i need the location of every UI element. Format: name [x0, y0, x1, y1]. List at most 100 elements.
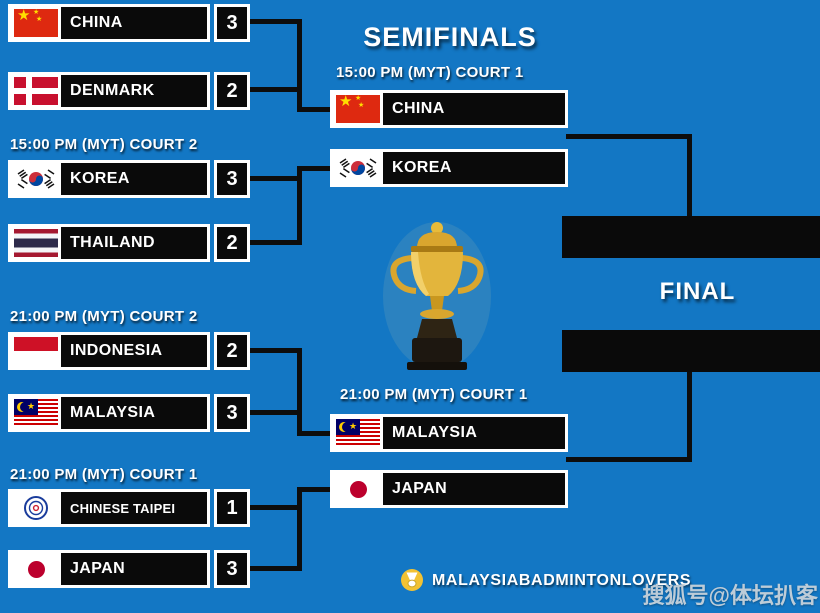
- china-flag-icon: ★★★: [14, 9, 58, 37]
- final-slot-bottom: [562, 330, 820, 372]
- watermark-text: 搜狐号@体坛扒客: [642, 583, 818, 608]
- score: 2: [214, 224, 250, 262]
- flag-cell: [333, 473, 383, 505]
- shuttlecock-icon: [400, 568, 424, 592]
- flag-cell: ★★★: [11, 7, 61, 39]
- team-name: CHINA: [70, 14, 123, 31]
- team-box: ★★★ CHINA: [8, 4, 210, 42]
- denmark-flag-icon: [14, 77, 58, 105]
- team-name: KOREA: [392, 159, 452, 176]
- team-name: INDONESIA: [70, 342, 163, 359]
- bracket-line: [246, 87, 302, 92]
- team-box: JAPAN: [8, 550, 210, 588]
- bracket-line: [297, 107, 332, 112]
- bracket-line: [246, 505, 302, 510]
- bracket-line: [297, 487, 302, 571]
- qf1-team-denmark: DENMARK 2: [8, 72, 250, 110]
- flag-cell: [333, 152, 383, 184]
- flag-cell: ★★★: [333, 93, 383, 125]
- team-box: DENMARK: [8, 72, 210, 110]
- bracket-line: [246, 348, 302, 353]
- sf1-team-china: ★★★ CHINA: [330, 90, 568, 128]
- sf2-team-malaysia: ★ MALAYSIA: [330, 414, 568, 452]
- bracket-line: [246, 240, 302, 245]
- score: 3: [214, 394, 250, 432]
- team-name: KOREA: [70, 170, 130, 187]
- indonesia-flag-icon: [14, 337, 58, 365]
- flag-cell: [11, 492, 61, 524]
- qf3-time-label: 21:00 PM (MYT) COURT 2: [10, 308, 198, 325]
- china-flag-icon: ★★★: [336, 95, 380, 123]
- team-name: THAILAND: [70, 234, 155, 251]
- bracket-line: [246, 566, 302, 571]
- malaysia-flag-icon: ★: [336, 419, 380, 447]
- bracket-line: [297, 348, 302, 436]
- final-slot-top: [562, 216, 820, 258]
- korea-flag-icon: [336, 154, 380, 182]
- bracket-line: [297, 431, 332, 436]
- team-box: KOREA: [330, 149, 568, 187]
- team-box: CHINESE TAIPEI: [8, 489, 210, 527]
- qf3-team-malaysia: ★ MALAYSIA 3: [8, 394, 250, 432]
- bracket-line: [297, 487, 332, 492]
- qf3-team-indonesia: INDONESIA 2: [8, 332, 250, 370]
- bracket-line: [297, 19, 302, 112]
- team-box: KOREA: [8, 160, 210, 198]
- japan-flag-icon: [14, 555, 58, 583]
- flag-cell: ★: [11, 397, 61, 429]
- bracket-line: [687, 370, 692, 462]
- team-box: JAPAN: [330, 470, 568, 508]
- bracket-line: [566, 134, 692, 139]
- team-name: JAPAN: [70, 560, 126, 577]
- bracket-line: [246, 176, 302, 181]
- qf2-team-korea: KOREA 3: [8, 160, 250, 198]
- flag-cell: [11, 163, 61, 195]
- team-box: THAILAND: [8, 224, 210, 262]
- sf1-team-korea: KOREA: [330, 149, 568, 187]
- team-box: ★ MALAYSIA: [330, 414, 568, 452]
- bracket-line: [246, 410, 302, 415]
- sf2-team-japan: JAPAN: [330, 470, 568, 508]
- score: 3: [214, 550, 250, 588]
- score: 3: [214, 160, 250, 198]
- japan-flag-icon: [336, 475, 380, 503]
- score: 2: [214, 72, 250, 110]
- flag-cell: ★: [333, 417, 383, 449]
- team-name: JAPAN: [392, 480, 448, 497]
- bracket-line: [297, 166, 302, 245]
- semifinals-title: SEMIFINALS: [363, 22, 537, 52]
- qf4-team-japan: JAPAN 3: [8, 550, 250, 588]
- flag-cell: [11, 335, 61, 367]
- bracket-line: [566, 457, 692, 462]
- qf2-team-thailand: THAILAND 2: [8, 224, 250, 262]
- flag-cell: [11, 227, 61, 259]
- chinese-taipei-flag-icon: [14, 494, 58, 522]
- flag-cell: [11, 553, 61, 585]
- sf2-time-label: 21:00 PM (MYT) COURT 1: [340, 386, 528, 403]
- score: 3: [214, 4, 250, 42]
- qf2-time-label: 15:00 PM (MYT) COURT 2: [10, 136, 198, 153]
- team-name: CHINA: [392, 100, 445, 117]
- bracket-line: [246, 19, 302, 24]
- qf1-team-china: ★★★ CHINA 3: [8, 4, 250, 42]
- team-box: ★ MALAYSIA: [8, 394, 210, 432]
- team-name: CHINESE TAIPEI: [70, 500, 176, 516]
- footer-brand-text: MALAYSIABADMINTONLOVERS: [432, 572, 692, 589]
- trophy-image: [382, 218, 492, 372]
- thailand-flag-icon: [14, 229, 58, 257]
- qf4-time-label: 21:00 PM (MYT) COURT 1: [10, 466, 198, 483]
- score: 2: [214, 332, 250, 370]
- korea-flag-icon: [14, 165, 58, 193]
- qf4-team-chinese-taipei: CHINESE TAIPEI 1: [8, 489, 250, 527]
- score: 1: [214, 489, 250, 527]
- team-box: ★★★ CHINA: [330, 90, 568, 128]
- team-name: DENMARK: [70, 82, 155, 99]
- final-title: FINAL: [659, 278, 736, 305]
- bracket-line: [297, 166, 332, 171]
- flag-cell: [11, 75, 61, 107]
- malaysia-flag-icon: ★: [14, 399, 58, 427]
- team-name: MALAYSIA: [70, 404, 156, 421]
- bracket-line: [687, 134, 692, 218]
- sf1-time-label: 15:00 PM (MYT) COURT 1: [336, 64, 524, 81]
